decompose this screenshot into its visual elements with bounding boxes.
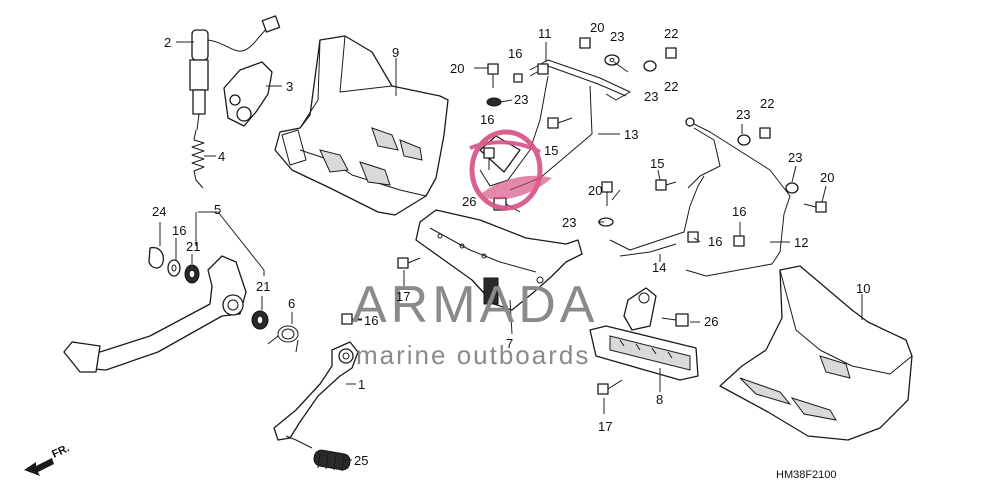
callout-23-d: 23 xyxy=(562,215,576,230)
callout-23-a: 23 xyxy=(514,92,528,107)
callout-21-a: 21 xyxy=(186,239,200,254)
callout-26-a: 26 xyxy=(462,194,476,209)
bolt-16-a xyxy=(513,73,523,83)
callout-16-a: 16 xyxy=(508,46,522,61)
callout-1: 1 xyxy=(358,377,365,392)
bolt-20-a xyxy=(487,63,499,88)
nut-22-a xyxy=(665,47,677,59)
watermark-brand: ARMADA xyxy=(352,276,598,334)
callout-23-b: 23 xyxy=(610,29,624,44)
callout-19: 16 xyxy=(364,313,378,328)
part-10-cover xyxy=(719,265,913,441)
callout-labels: 2 3 4 5 24 16 21 21 6 1 25 16 17 9 20 23… xyxy=(152,20,870,468)
callout-25: 25 xyxy=(354,453,368,468)
bolt-16-d xyxy=(733,235,745,247)
bolt-17-b xyxy=(597,379,623,395)
callout-22-a: 22 xyxy=(664,26,678,41)
callout-17-a: 17 xyxy=(396,289,410,304)
washer-23-e xyxy=(737,134,751,146)
callout-20-c: 20 xyxy=(588,183,602,198)
washer-23-f xyxy=(785,182,799,194)
callout-23-f: 23 xyxy=(788,150,802,165)
callout-23-e: 23 xyxy=(736,107,750,122)
callout-14: 14 xyxy=(652,260,666,275)
callout-4: 4 xyxy=(218,149,225,164)
bolt-15-a xyxy=(547,117,573,129)
part-4-spring xyxy=(191,129,205,189)
callout-16-c: 16 xyxy=(708,234,722,249)
bolt-16-b xyxy=(483,147,495,170)
callout-13: 13 xyxy=(624,127,638,142)
front-direction-arrow-icon xyxy=(24,458,54,476)
callout-9: 9 xyxy=(392,45,399,60)
callout-26-b: 26 xyxy=(704,314,718,329)
callout-2: 2 xyxy=(164,35,171,50)
callout-21-b: 21 xyxy=(256,279,270,294)
part-6-spring xyxy=(267,325,299,353)
part-5-brake-pedal xyxy=(63,255,247,373)
watermark-tagline: marine outboards xyxy=(356,340,590,370)
callout-22-c: 22 xyxy=(760,96,774,111)
callout-22-b: 22 xyxy=(664,79,678,94)
watermark-logo xyxy=(469,129,552,211)
washer-23-c xyxy=(643,60,657,72)
part-21-bushing-upper xyxy=(184,264,200,284)
callout-16-b: 16 xyxy=(480,112,494,127)
callout-3: 3 xyxy=(286,79,293,94)
callout-10: 10 xyxy=(856,281,870,296)
part-2-switch xyxy=(189,15,281,131)
part-18-washer xyxy=(167,259,181,277)
part-1-shift-lever xyxy=(273,341,359,449)
diagram-code: HM38F2100 xyxy=(776,469,837,481)
part-25-rubber xyxy=(313,449,351,472)
part-19-bolt xyxy=(341,313,362,325)
direction-marker-label: FR. xyxy=(50,442,71,460)
part-11-stay xyxy=(529,59,631,101)
callout-15-b: 15 xyxy=(650,156,664,171)
callout-12: 12 xyxy=(794,235,808,250)
part-9-cover xyxy=(274,35,449,216)
leader-lines xyxy=(159,41,863,461)
callout-6: 6 xyxy=(288,296,295,311)
part-21-bushing-lower xyxy=(251,310,269,330)
callout-15-a: 15 xyxy=(544,143,558,158)
callout-17-b: 17 xyxy=(598,419,612,434)
part-24-clip xyxy=(148,246,164,269)
callout-16-d: 16 xyxy=(732,204,746,219)
bolt-17-a xyxy=(397,257,421,269)
bolt-15-b xyxy=(655,179,677,191)
callout-11: 11 xyxy=(538,26,552,41)
callout-24: 24 xyxy=(152,204,166,219)
bolt-20-b xyxy=(579,37,591,49)
callout-7: 7 xyxy=(506,336,513,351)
part-14-rod xyxy=(609,175,705,257)
bolt-20-c xyxy=(601,181,613,206)
callout-23-c: 23 xyxy=(644,89,658,104)
callout-18: 16 xyxy=(172,223,186,238)
bolt-26-b xyxy=(661,313,689,327)
callout-8: 8 xyxy=(656,392,663,407)
bolt-16-c xyxy=(687,231,699,243)
part-7-step-bracket xyxy=(415,209,583,311)
bolt-20-d xyxy=(803,201,827,213)
nut-22-b xyxy=(759,127,771,139)
part-3-bracket xyxy=(223,61,273,127)
callout-20-b: 20 xyxy=(590,20,604,35)
callout-20-a: 20 xyxy=(450,61,464,76)
callout-20-d: 20 xyxy=(820,170,834,185)
part-12-rod xyxy=(685,117,791,277)
part-8-step xyxy=(589,287,699,381)
washer-23-a xyxy=(486,97,502,107)
callout-5: 5 xyxy=(214,202,221,217)
